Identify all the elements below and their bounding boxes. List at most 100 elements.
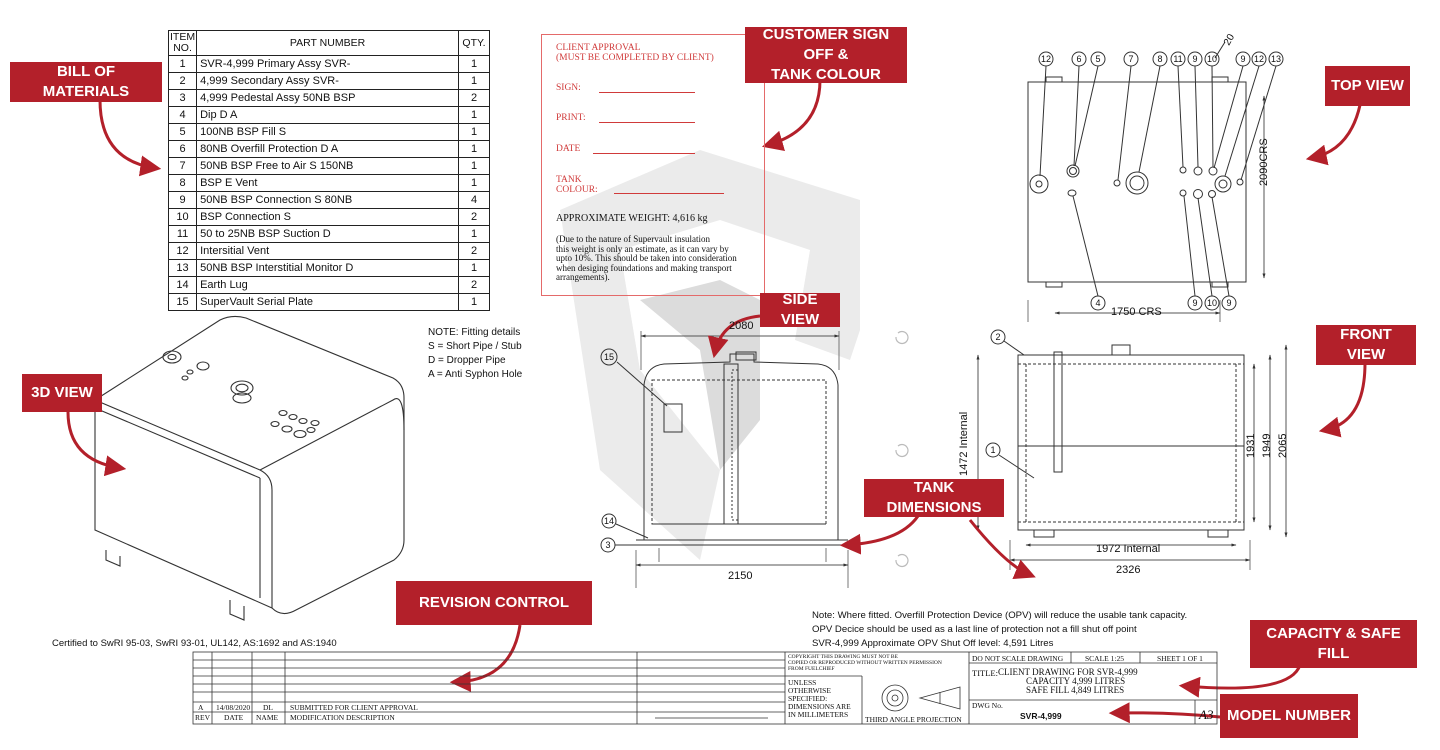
bom-quantity: 2 xyxy=(458,208,490,226)
bom-part-number: BSP E Vent xyxy=(196,174,459,192)
bom-quantity: 1 xyxy=(458,259,490,277)
bom-quantity: 1 xyxy=(458,174,490,192)
bom-item-number: 2 xyxy=(167,72,198,90)
bom-part-number: BSP Connection S xyxy=(196,208,459,226)
balloon-number: 1 xyxy=(990,445,996,455)
balloon-number: 7 xyxy=(1128,54,1134,64)
callout-bill-of-materials: BILL OF MATERIALS xyxy=(10,62,162,102)
balloon-number: 6 xyxy=(1076,54,1082,64)
title-label: TITLE: xyxy=(972,668,998,678)
bom-item-number: 12 xyxy=(167,242,198,260)
front-height-2065: 2065 xyxy=(1277,433,1289,458)
rev-letter: A xyxy=(198,703,204,712)
bom-quantity: 1 xyxy=(458,157,490,175)
approval-title: CLIENT APPROVAL (MUST BE COMPLETED BY CL… xyxy=(556,43,714,63)
balloon-number: 3 xyxy=(605,540,611,550)
balloon-number: 12 xyxy=(1253,54,1264,64)
do-not-scale: DO NOT SCALE DRAWING xyxy=(972,654,1064,663)
date-label: DATE xyxy=(556,144,581,154)
bom-item-number: 13 xyxy=(167,259,198,277)
sign-label: SIGN: xyxy=(556,83,581,93)
bom-part-number: SuperVault Serial Plate xyxy=(196,293,459,311)
tank-colour-line xyxy=(614,193,724,194)
sign-line xyxy=(599,92,695,93)
bom-part-number: 50 to 25NB BSP Suction D xyxy=(196,225,459,243)
approximate-weight: APPROXIMATE WEIGHT: 4,616 kg xyxy=(556,213,708,224)
rev-date: 14/08/2020 xyxy=(216,703,251,712)
tank-3d-view xyxy=(94,315,405,621)
tank-front-view xyxy=(976,329,1288,570)
sheet-label: SHEET 1 OF 1 xyxy=(1157,654,1203,663)
sheet-size: A3 xyxy=(1199,707,1214,722)
side-bottom-dimension: 2150 xyxy=(728,570,753,582)
rev-description: SUBMITTED FOR CLIENT APPROVAL xyxy=(290,703,418,712)
callout-tank-dimensions: TANK DIMENSIONS xyxy=(864,479,1004,517)
weight-disclaimer: (Due to the nature of Supervault insulat… xyxy=(556,234,737,283)
bom-quantity: 1 xyxy=(458,72,490,90)
drawing-title: CLIENT DRAWING FOR SVR-4,999 CAPACITY 4,… xyxy=(998,667,1138,695)
bom-part-number: 50NB BSP Free to Air S 150NB xyxy=(196,157,459,175)
front-height-1949: 1949 xyxy=(1261,433,1273,458)
fitting-details-note: NOTE: Fitting details S = Short Pipe / S… xyxy=(428,327,523,380)
callout-capacity-safe-fill: CAPACITY & SAFE FILL xyxy=(1250,620,1417,668)
opv-note: Note: Where fitted. Overfill Protection … xyxy=(812,610,1188,649)
balloon-number: 2 xyxy=(995,332,1001,342)
projection-label: THIRD ANGLE PROJECTION xyxy=(865,715,962,724)
balloon-number: 4 xyxy=(1095,298,1101,308)
callout-side-view: SIDE VIEW xyxy=(760,291,840,328)
scale-label: SCALE 1:25 xyxy=(1085,654,1124,663)
bom-part-number: Intersitial Vent xyxy=(196,242,459,260)
bom-quantity: 1 xyxy=(458,140,490,158)
date-line xyxy=(593,153,695,154)
balloon-number: 10 xyxy=(1206,298,1217,308)
bom-item-number: 3 xyxy=(167,89,198,107)
bom-quantity: 1 xyxy=(458,55,490,73)
copyright-notice: COPYRIGHT THIS DRAWING MUST NOT BE COPIE… xyxy=(788,654,942,672)
bom-item-number: 15 xyxy=(167,293,198,311)
bom-item-number: 1 xyxy=(167,55,198,73)
balloon-number: 13 xyxy=(1270,54,1281,64)
callout-customer-sign-off: CUSTOMER SIGN OFF & TANK COLOUR xyxy=(745,26,907,83)
bom-quantity: 4 xyxy=(458,191,490,209)
balloon-number: 10 xyxy=(1206,54,1217,64)
balloon-number: 9 xyxy=(1192,298,1198,308)
bom-item-number: 11 xyxy=(167,225,198,243)
callout-model-number: MODEL NUMBER xyxy=(1220,694,1358,738)
title-block-grid xyxy=(192,651,1218,725)
bom-item-number: 4 xyxy=(167,106,198,124)
bom-part-number: Earth Lug xyxy=(196,276,459,294)
callout-arrows xyxy=(66,79,1367,724)
bom-quantity: 1 xyxy=(458,123,490,141)
bom-item-number: 10 xyxy=(167,208,198,226)
tank-top-view xyxy=(1027,41,1284,322)
callout-front-view: FRONT VIEW xyxy=(1316,325,1416,365)
balloon-number: 9 xyxy=(1192,54,1198,64)
modification-header: MODIFICATION DESCRIPTION xyxy=(290,713,395,722)
bom-quantity: 2 xyxy=(458,242,490,260)
bom-part-number: 50NB BSP Connection S 80NB xyxy=(196,191,459,209)
tank-side-view xyxy=(600,331,849,588)
units-note: UNLESS OTHERWISE SPECIFIED: DIMENSIONS A… xyxy=(788,678,851,719)
side-top-dimension: 2080 xyxy=(729,320,754,332)
bom-item-number: 5 xyxy=(167,123,198,141)
front-internal-width: 1972 Internal xyxy=(1096,543,1161,555)
stray-marks xyxy=(895,330,909,568)
bom-item-number: 6 xyxy=(167,140,198,158)
rev-name: DL xyxy=(263,703,273,712)
certification-text: Certified to SwRI 95-03, SwRI 93-01, UL1… xyxy=(52,638,337,649)
bom-part-number: 80NB Overfill Protection D A xyxy=(196,140,459,158)
balloon-number: 15 xyxy=(603,352,614,362)
bom-part-number: 100NB BSP Fill S xyxy=(196,123,459,141)
